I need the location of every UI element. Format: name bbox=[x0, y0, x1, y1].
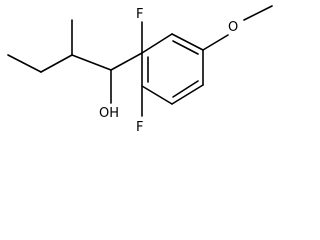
ring-bond-c4-c5 bbox=[171, 84, 204, 105]
oxygen-methoxy-label: O bbox=[228, 20, 238, 35]
bond-carbinol-branch bbox=[71, 54, 112, 71]
ring-double-bond-c2-c3 bbox=[172, 40, 199, 55]
ring-double-bond-c4-c5 bbox=[172, 80, 199, 98]
aromatic-ring bbox=[141, 33, 204, 105]
ring-bond-c1-c2 bbox=[141, 33, 173, 54]
chemical-structure: F O OH F bbox=[7, 5, 273, 135]
ring-bond-c2-c3 bbox=[171, 33, 204, 51]
bond-ring-carbinol bbox=[110, 52, 143, 71]
hydroxyl-label: OH bbox=[99, 106, 119, 121]
bond-branch-ethyl bbox=[40, 54, 73, 73]
bond-oxygen-methyl bbox=[243, 5, 273, 21]
bond-ethyl-terminal bbox=[7, 54, 42, 73]
fluorine-top-label: F bbox=[136, 7, 143, 22]
fluorine-bottom-label: F bbox=[136, 120, 143, 135]
ring-bond-c5-c6 bbox=[141, 85, 173, 105]
bond-ring-oxygen bbox=[202, 34, 229, 51]
